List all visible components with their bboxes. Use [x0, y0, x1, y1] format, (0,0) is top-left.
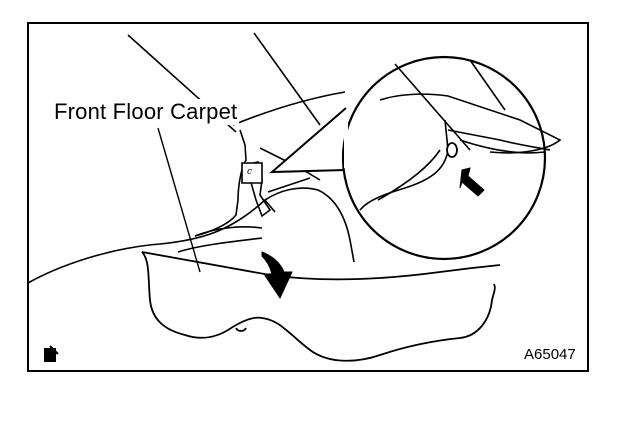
detail-pointer-arrow-icon [460, 168, 484, 196]
figure-frame [28, 23, 588, 371]
detail-callout [272, 57, 560, 259]
page-corner-icon [44, 346, 58, 362]
front-floor-carpet-label: Front Floor Carpet [52, 99, 240, 125]
detail-circle [343, 57, 545, 259]
figure-code-label: A65047 [524, 346, 576, 363]
clip-hole-detail [447, 143, 457, 157]
front-floor-carpet-shape [142, 252, 500, 361]
label-leader-line [158, 128, 200, 272]
clip-letter-label: c [247, 167, 253, 177]
pull-direction-arrow-icon [262, 252, 292, 298]
clip-marker [242, 163, 262, 183]
